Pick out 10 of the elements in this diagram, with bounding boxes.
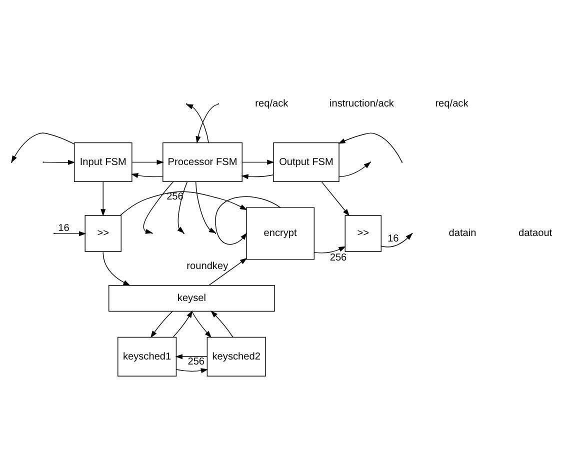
label: datain [448, 228, 476, 240]
edge-label: 16 [58, 222, 70, 234]
edge-label: 16 [388, 233, 399, 244]
label: instruction/ack [329, 98, 394, 110]
label: dataout [518, 228, 552, 240]
edge-label: 256 [188, 356, 205, 368]
label: req/ack [255, 98, 288, 110]
edge-label: roundkey [186, 261, 228, 272]
label: req/ack [435, 98, 468, 110]
edge-label: 256 [330, 252, 347, 264]
